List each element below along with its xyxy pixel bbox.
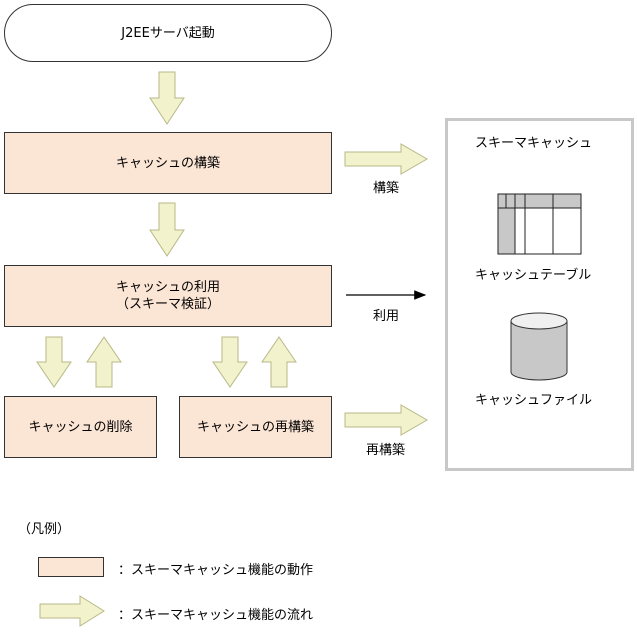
use-cache-label-line2: （スキーマ検証） xyxy=(115,297,220,312)
rebuild-cache-label: キャッシュの再構築 xyxy=(196,419,314,435)
cache-file-label: キャッシュファイル xyxy=(475,393,593,408)
build-cache-node: キャッシュの構築 xyxy=(4,132,332,194)
cache-table-icon xyxy=(497,193,582,255)
schema-cache-panel xyxy=(445,118,634,471)
flow-arrow-rebuild-to-use xyxy=(261,336,297,388)
use-cache-node: キャッシュの利用 （スキーマ検証） xyxy=(4,265,332,327)
build-arrow-label: 構築 xyxy=(373,181,400,196)
flow-arrow-use-to-delete xyxy=(36,336,72,388)
legend-flow-arrow xyxy=(39,595,105,627)
flow-arrow-rebuild-to-panel xyxy=(344,404,429,436)
flow-arrow-build-to-use xyxy=(149,202,185,257)
cache-table-label: キャッシュテーブル xyxy=(475,268,592,283)
flow-arrow-delete-to-use xyxy=(86,336,122,388)
schema-cache-title: スキーマキャッシュ xyxy=(475,136,593,151)
flow-arrow-use-to-rebuild xyxy=(212,336,248,388)
rebuild-cache-node: キャッシュの再構築 xyxy=(179,396,332,458)
flow-arrow-build-to-panel xyxy=(344,143,429,175)
use-arrow-label: 利用 xyxy=(373,309,400,324)
flow-arrow-start-to-build xyxy=(149,71,185,125)
cache-file-icon xyxy=(510,312,568,381)
delete-cache-label: キャッシュの削除 xyxy=(28,419,133,435)
legend-operation-desc: ：スキーマキャッシュ機能の動作 xyxy=(118,563,314,578)
legend-flow-desc: ：スキーマキャッシュ機能の流れ xyxy=(118,608,314,623)
build-cache-label: キャッシュの構築 xyxy=(115,155,220,171)
legend-heading: （凡例） xyxy=(18,522,71,537)
start-node: J2EEサーバ起動 xyxy=(4,4,332,62)
rebuild-arrow-label: 再構築 xyxy=(366,443,406,458)
start-node-label: J2EEサーバ起動 xyxy=(121,25,215,41)
delete-cache-node: キャッシュの削除 xyxy=(4,396,157,458)
use-cache-label-line1: キャッシュの利用 xyxy=(115,280,220,295)
legend-operation-swatch xyxy=(38,557,104,577)
